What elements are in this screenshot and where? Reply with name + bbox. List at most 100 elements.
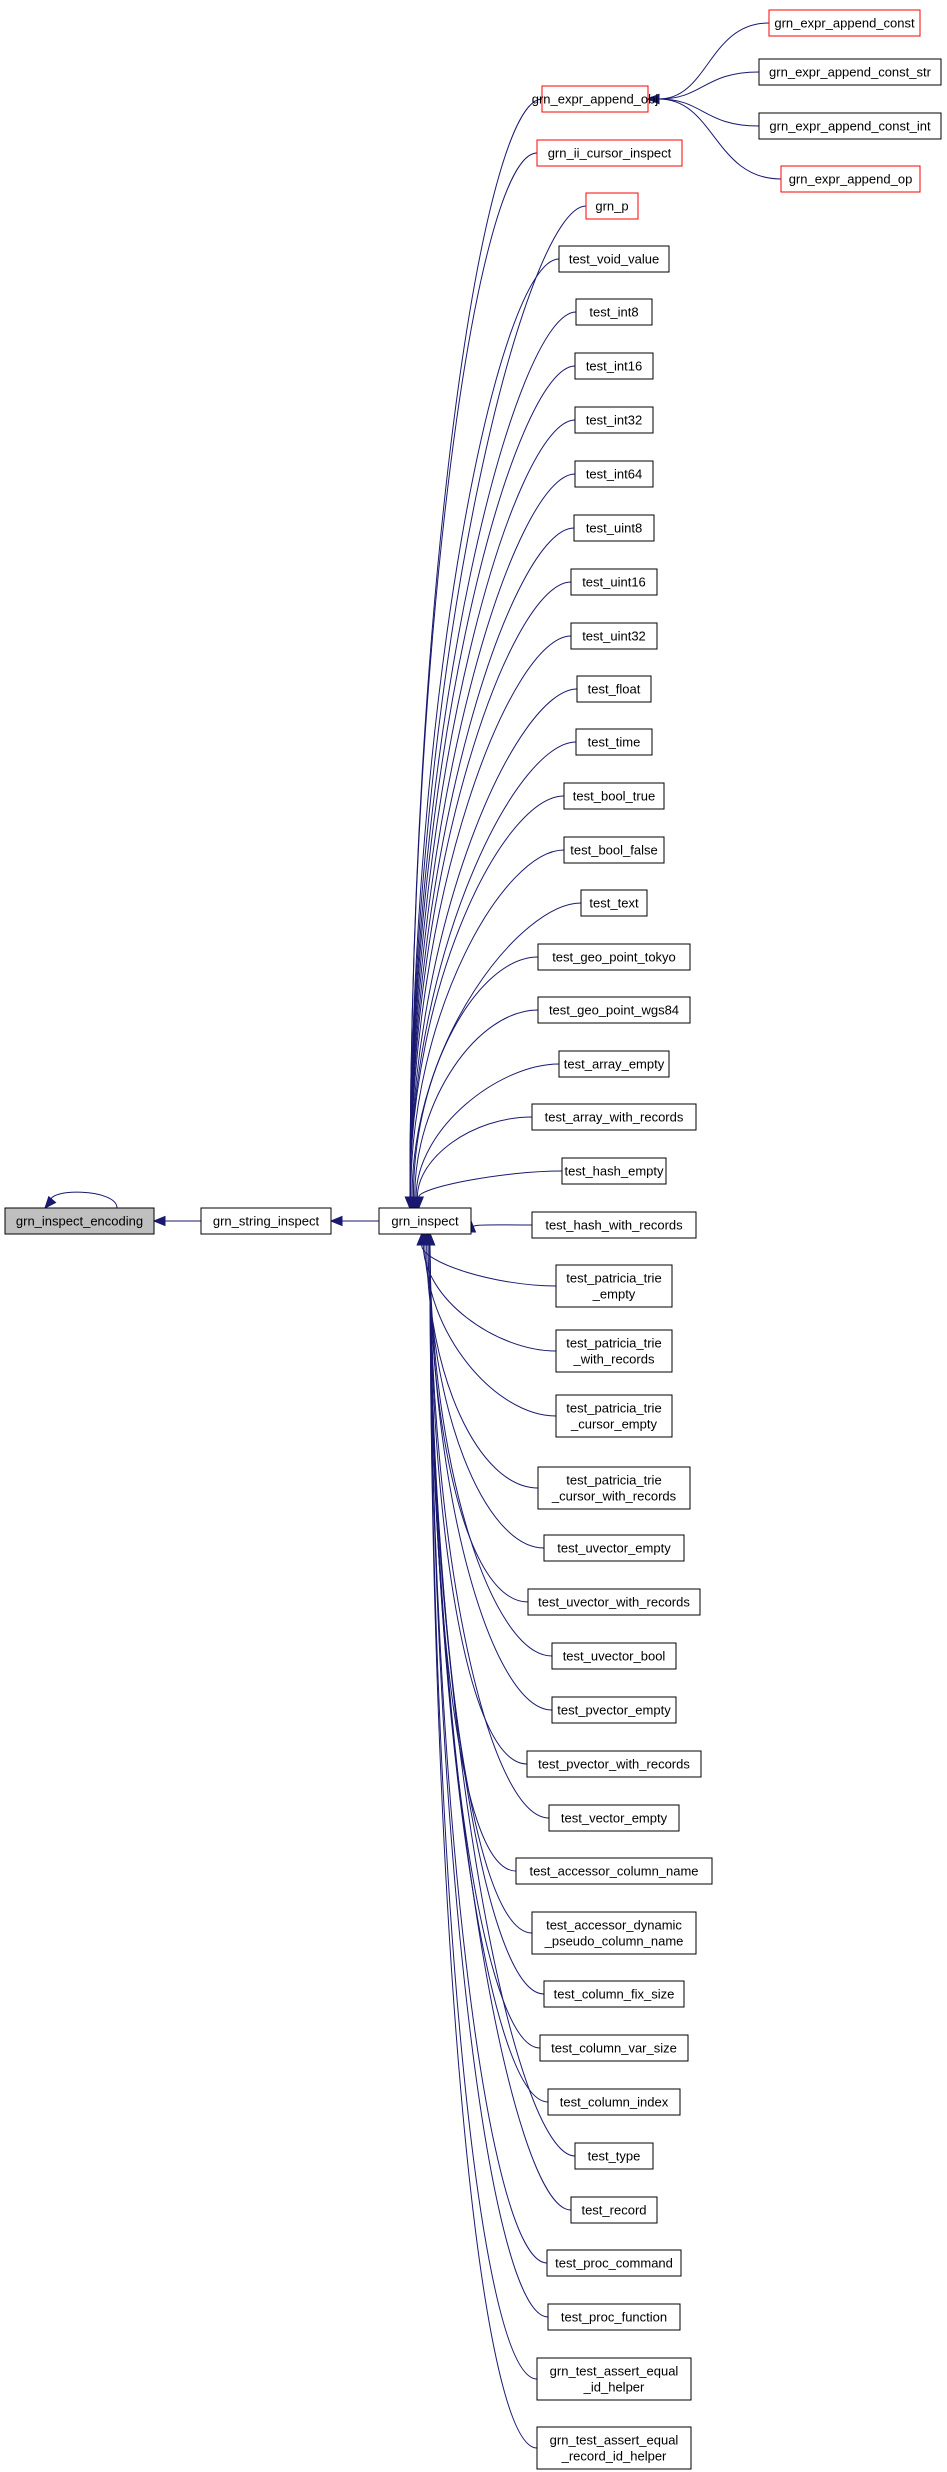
node-grn-inspect[interactable]: grn_inspect <box>378 1207 472 1235</box>
node-test-uvector-with-records[interactable]: test_uvector_with_records <box>527 1588 701 1616</box>
node-test-geo-point-wgs84[interactable]: test_geo_point_wgs84 <box>537 996 691 1024</box>
node-label: test_array_empty <box>564 1057 665 1072</box>
node-test-patricia-trie-empty[interactable]: test_patricia_trie_empty <box>555 1264 673 1308</box>
node-box <box>200 1207 332 1235</box>
node-test-column-fix-size[interactable]: test_column_fix_size <box>543 1980 685 2008</box>
node-test-uvector-bool[interactable]: test_uvector_bool <box>551 1642 677 1670</box>
node-test-column-index[interactable]: test_column_index <box>547 2088 681 2116</box>
node-test-proc-function[interactable]: test_proc_function <box>547 2303 681 2331</box>
node-label: grn_test_assert_equal <box>550 2364 679 2379</box>
node-label: _empty <box>592 1287 636 1302</box>
node-test-vector-empty[interactable]: test_vector_empty <box>548 1804 680 1832</box>
node-test-proc-command[interactable]: test_proc_command <box>546 2249 682 2277</box>
node-box <box>574 2142 654 2170</box>
node-label: test_int32 <box>586 413 642 428</box>
edge-c19-to-inspect <box>421 1244 557 1287</box>
node-grn-test-assert-equal-record-id-helper[interactable]: grn_test_assert_equal_record_id_helper <box>536 2426 692 2470</box>
edge-c16-to-inspect <box>416 1116 533 1198</box>
node-box <box>575 728 653 756</box>
node-grn-p[interactable]: grn_p <box>585 192 639 220</box>
node-test-geo-point-tokyo[interactable]: test_geo_point_tokyo <box>537 943 691 971</box>
node-test-column-var-size[interactable]: test_column_var_size <box>539 2034 689 2062</box>
node-grn-expr-append-const[interactable]: grn_expr_append_const <box>768 9 921 37</box>
node-label: grn_expr_append_const_int <box>769 119 931 134</box>
node-label: _cursor_empty <box>570 1417 657 1432</box>
node-box <box>541 85 649 113</box>
node-grn-expr-append-obj[interactable]: grn_expr_append_obj <box>532 85 659 113</box>
node-test-accessor-dynamic-pseudo-column-name[interactable]: test_accessor_dynamic_pseudo_column_name <box>531 1911 697 1955</box>
node-test-void-value[interactable]: test_void_value <box>558 245 670 273</box>
node-box <box>551 1642 677 1670</box>
node-test-array-empty[interactable]: test_array_empty <box>558 1050 670 1078</box>
node-test-pvector-with-records[interactable]: test_pvector_with_records <box>526 1750 702 1778</box>
edge-c38-to-inspect <box>429 1244 538 2380</box>
node-test-uint32[interactable]: test_uint32 <box>570 622 658 650</box>
node-label: test_geo_point_wgs84 <box>549 1003 679 1018</box>
node-test-time[interactable]: test_time <box>575 728 653 756</box>
node-box <box>4 1207 155 1235</box>
node-test-hash-with-records[interactable]: test_hash_with_records <box>531 1211 697 1239</box>
node-box <box>574 406 654 434</box>
node-box <box>558 1050 670 1078</box>
node-test-uvector-empty[interactable]: test_uvector_empty <box>543 1534 685 1562</box>
node-test-array-with-records[interactable]: test_array_with_records <box>531 1103 697 1131</box>
edge-arrowhead <box>413 1196 424 1210</box>
node-label: test_record <box>581 2203 646 2218</box>
node-test-bool-false[interactable]: test_bool_false <box>563 836 665 864</box>
node-label: test_int8 <box>589 305 638 320</box>
edge-c23-to-inspect <box>427 1244 545 1549</box>
node-grn-expr-append-const-int[interactable]: grn_expr_append_const_int <box>758 112 942 140</box>
node-box <box>515 1857 713 1885</box>
node-box <box>536 2426 692 2470</box>
node-test-uint16[interactable]: test_uint16 <box>570 568 658 596</box>
node-box <box>537 943 691 971</box>
node-test-text[interactable]: test_text <box>580 889 648 917</box>
node-test-int8[interactable]: test_int8 <box>575 298 653 326</box>
node-box <box>563 782 665 810</box>
node-test-int32[interactable]: test_int32 <box>574 406 654 434</box>
node-grn-string-inspect[interactable]: grn_string_inspect <box>200 1207 332 1235</box>
node-test-bool-true[interactable]: test_bool_true <box>563 782 665 810</box>
node-label: test_patricia_trie <box>566 1401 661 1416</box>
node-box <box>561 1157 667 1185</box>
node-box <box>574 460 654 488</box>
node-test-float[interactable]: test_float <box>576 675 652 703</box>
node-test-int64[interactable]: test_int64 <box>574 460 654 488</box>
node-label: grn_ii_cursor_inspect <box>548 146 672 161</box>
node-test-patricia-trie-with-records[interactable]: test_patricia_trie_with_records <box>555 1329 673 1373</box>
node-box <box>558 245 670 273</box>
node-grn-expr-append-const-str[interactable]: grn_expr_append_const_str <box>758 58 942 86</box>
node-box <box>537 1466 691 1510</box>
node-test-int16[interactable]: test_int16 <box>574 352 654 380</box>
node-box <box>531 1911 697 1955</box>
node-box <box>531 1211 697 1239</box>
node-label: test_uint32 <box>582 629 646 644</box>
node-grn-test-assert-equal-id-helper[interactable]: grn_test_assert_equal_id_helper <box>536 2357 692 2401</box>
edge-c10-to-inspect <box>409 795 565 1198</box>
node-box <box>543 1980 685 2008</box>
node-box <box>548 1804 680 1832</box>
node-label: test_int16 <box>586 359 642 374</box>
node-test-hash-empty[interactable]: test_hash_empty <box>561 1157 667 1185</box>
node-grn-expr-append-op[interactable]: grn_expr_append_op <box>780 165 921 193</box>
node-test-uint8[interactable]: test_uint8 <box>573 514 655 542</box>
edge-self-loop <box>50 1191 118 1209</box>
node-grn-ii-cursor-inspect[interactable]: grn_ii_cursor_inspect <box>536 139 683 167</box>
node-grn-inspect-encoding[interactable]: grn_inspect_encoding <box>4 1207 155 1235</box>
node-test-accessor-column-name[interactable]: test_accessor_column_name <box>515 1857 713 1885</box>
node-test-record[interactable]: test_record <box>570 2196 658 2224</box>
node-label: test_float <box>588 682 641 697</box>
node-label: test_column_fix_size <box>554 1987 675 2002</box>
node-test-pvector-empty[interactable]: test_pvector_empty <box>551 1696 677 1724</box>
node-label: _record_id_helper <box>561 2449 667 2464</box>
edge-c6-to-inspect <box>409 581 572 1198</box>
node-test-patricia-trie-cursor-with-records[interactable]: test_patricia_trie_cursor_with_records <box>537 1466 691 1510</box>
edge-arrowhead <box>646 93 660 105</box>
node-label: test_uvector_with_records <box>538 1595 690 1610</box>
node-label: test_proc_function <box>561 2310 667 2325</box>
edge-append_obj-to-inspect <box>409 98 543 1198</box>
node-test-patricia-trie-cursor-empty[interactable]: test_patricia_trie_cursor_empty <box>555 1394 673 1438</box>
node-box <box>555 1394 673 1438</box>
node-test-type[interactable]: test_type <box>574 2142 654 2170</box>
